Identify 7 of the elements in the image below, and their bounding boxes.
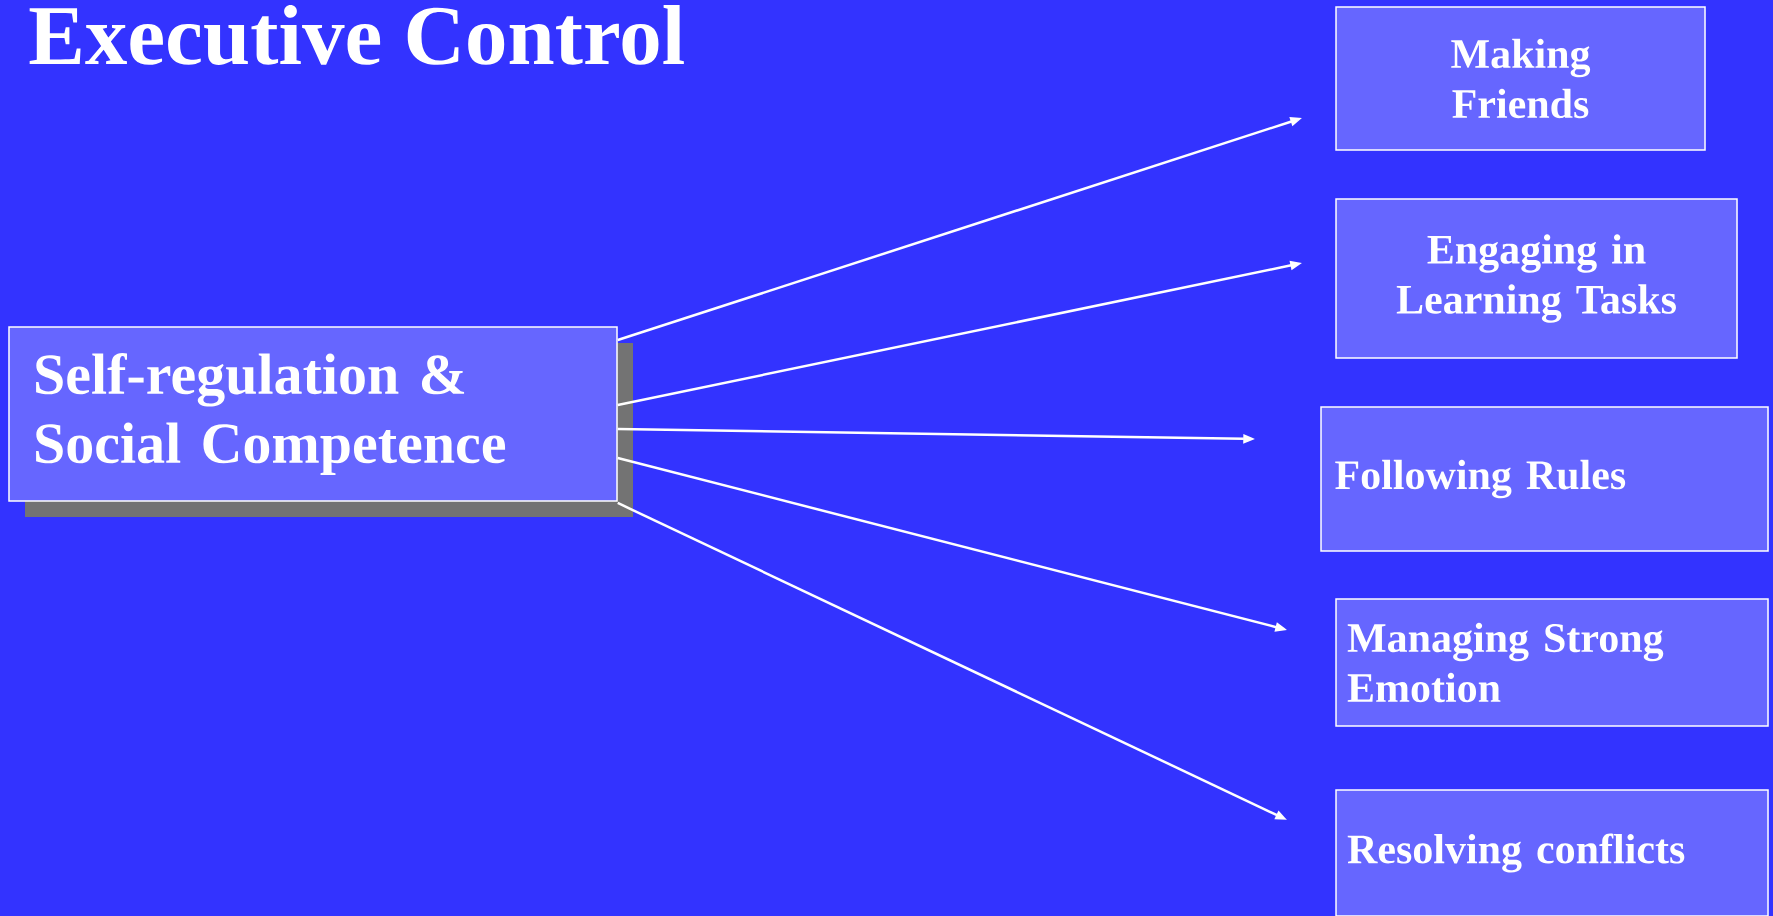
title: Executive Control [29,5,684,66]
outcome-box: Managing Strong Emotion [1335,598,1769,727]
outcome-box: Making Friends [1335,6,1706,151]
outcome-box: Following Rules [1320,406,1769,552]
outcome-box: Engaging in Learning Tasks [1335,198,1738,359]
outcome-box: Resolving conflicts [1335,789,1769,916]
source-box: Self-regulation & Social Competence [8,326,633,517]
